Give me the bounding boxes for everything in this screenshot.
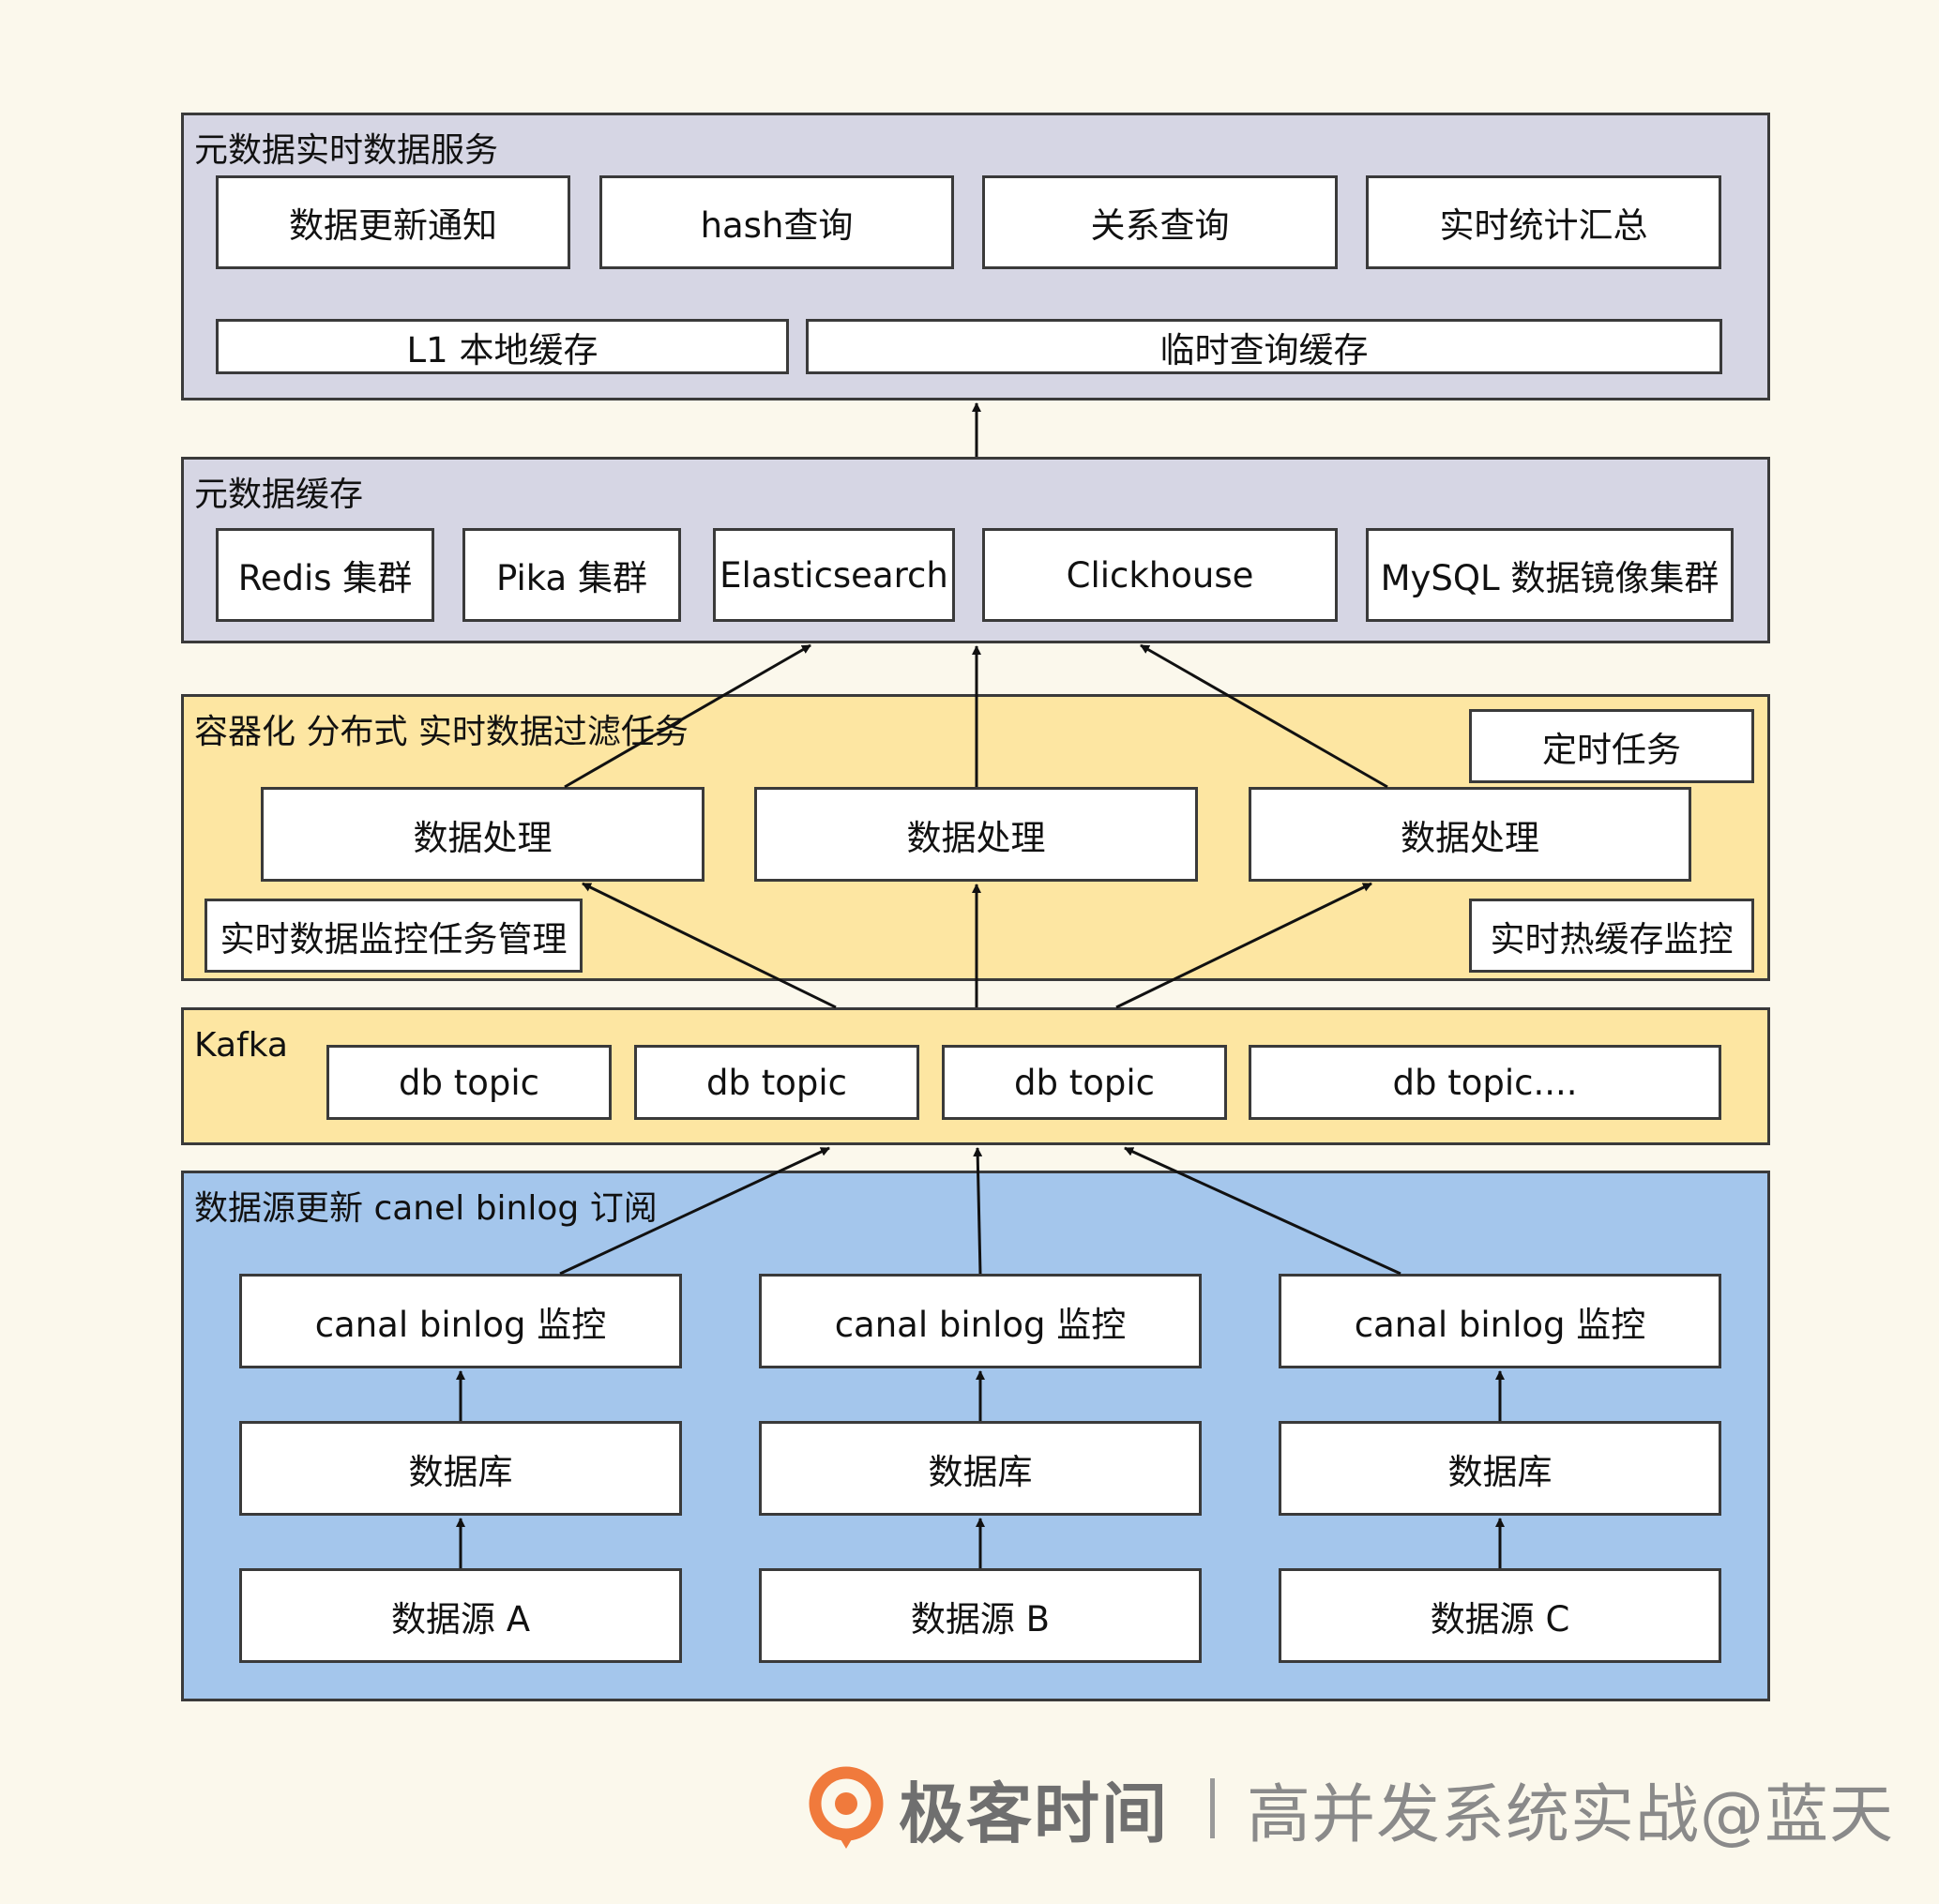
- brand-tagline: 高并发系统实战@蓝天: [1247, 1777, 1895, 1852]
- canal-binlog-monitor-box-1: canal binlog 监控: [239, 1274, 682, 1368]
- brand-separator: [1210, 1778, 1215, 1838]
- l1-local-cache-box: L1 本地缓存: [216, 319, 789, 374]
- data-processing-box-2: 数据处理: [754, 787, 1198, 882]
- elasticsearch-box: Elasticsearch: [713, 528, 955, 622]
- data-source-b-box: 数据源 B: [759, 1568, 1202, 1663]
- data-source-a-box: 数据源 A: [239, 1568, 682, 1663]
- realtime-stats-box: 实时统计汇总: [1366, 175, 1721, 269]
- filter-task-layer-title: 容器化 分布式 实时数据过滤任务: [194, 713, 689, 751]
- brand-footer: 极客时间 高并发系统实战@蓝天: [807, 1761, 1894, 1855]
- service-layer-title: 元数据实时数据服务: [194, 131, 499, 170]
- clickhouse-box: Clickhouse: [982, 528, 1338, 622]
- timer-task-box: 定时任务: [1469, 709, 1754, 783]
- geektime-logo-icon: [809, 1766, 884, 1849]
- redis-cluster-box: Redis 集群: [216, 528, 434, 622]
- db-topic-box-4: db topic....: [1249, 1045, 1721, 1120]
- db-topic-box-2: db topic: [634, 1045, 919, 1120]
- data-processing-box-3: 数据处理: [1249, 787, 1691, 882]
- pika-cluster-box: Pika 集群: [462, 528, 681, 622]
- db-topic-box-3: db topic: [942, 1045, 1227, 1120]
- canal-binlog-monitor-box-2: canal binlog 监控: [759, 1274, 1202, 1368]
- hash-query-box: hash查询: [599, 175, 954, 269]
- database-box-3: 数据库: [1279, 1421, 1721, 1516]
- cache-layer-title: 元数据缓存: [194, 476, 364, 514]
- monitor-task-mgmt-box: 实时数据监控任务管理: [205, 899, 583, 973]
- hot-cache-monitor-box: 实时热缓存监控: [1469, 899, 1754, 973]
- database-box-1: 数据库: [239, 1421, 682, 1516]
- data-update-notify-box: 数据更新通知: [216, 175, 570, 269]
- source-layer-title: 数据源更新 canel binlog 订阅: [194, 1189, 658, 1228]
- relation-query-box: 关系查询: [982, 175, 1338, 269]
- data-processing-box-1: 数据处理: [261, 787, 704, 882]
- db-topic-box-1: db topic: [326, 1045, 612, 1120]
- kafka-layer-title: Kafka: [194, 1026, 288, 1065]
- mysql-mirror-cluster-box: MySQL 数据镜像集群: [1366, 528, 1734, 622]
- database-box-2: 数据库: [759, 1421, 1202, 1516]
- temp-query-cache-box: 临时查询缓存: [806, 319, 1722, 374]
- brand-name: 极客时间: [899, 1775, 1169, 1852]
- canal-binlog-monitor-box-3: canal binlog 监控: [1279, 1274, 1721, 1368]
- data-source-c-box: 数据源 C: [1279, 1568, 1721, 1663]
